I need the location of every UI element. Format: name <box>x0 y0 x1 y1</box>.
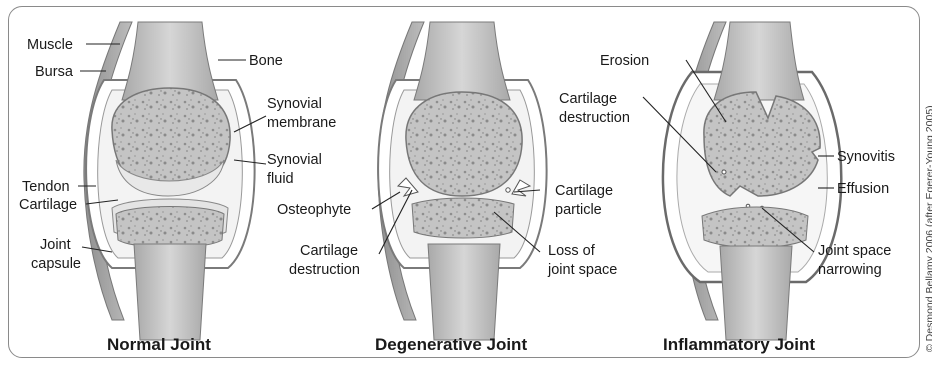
diagram-frame <box>8 6 920 358</box>
copyright-notice: © Desmond Bellamy 2006 (after Egerer-You… <box>924 105 932 352</box>
